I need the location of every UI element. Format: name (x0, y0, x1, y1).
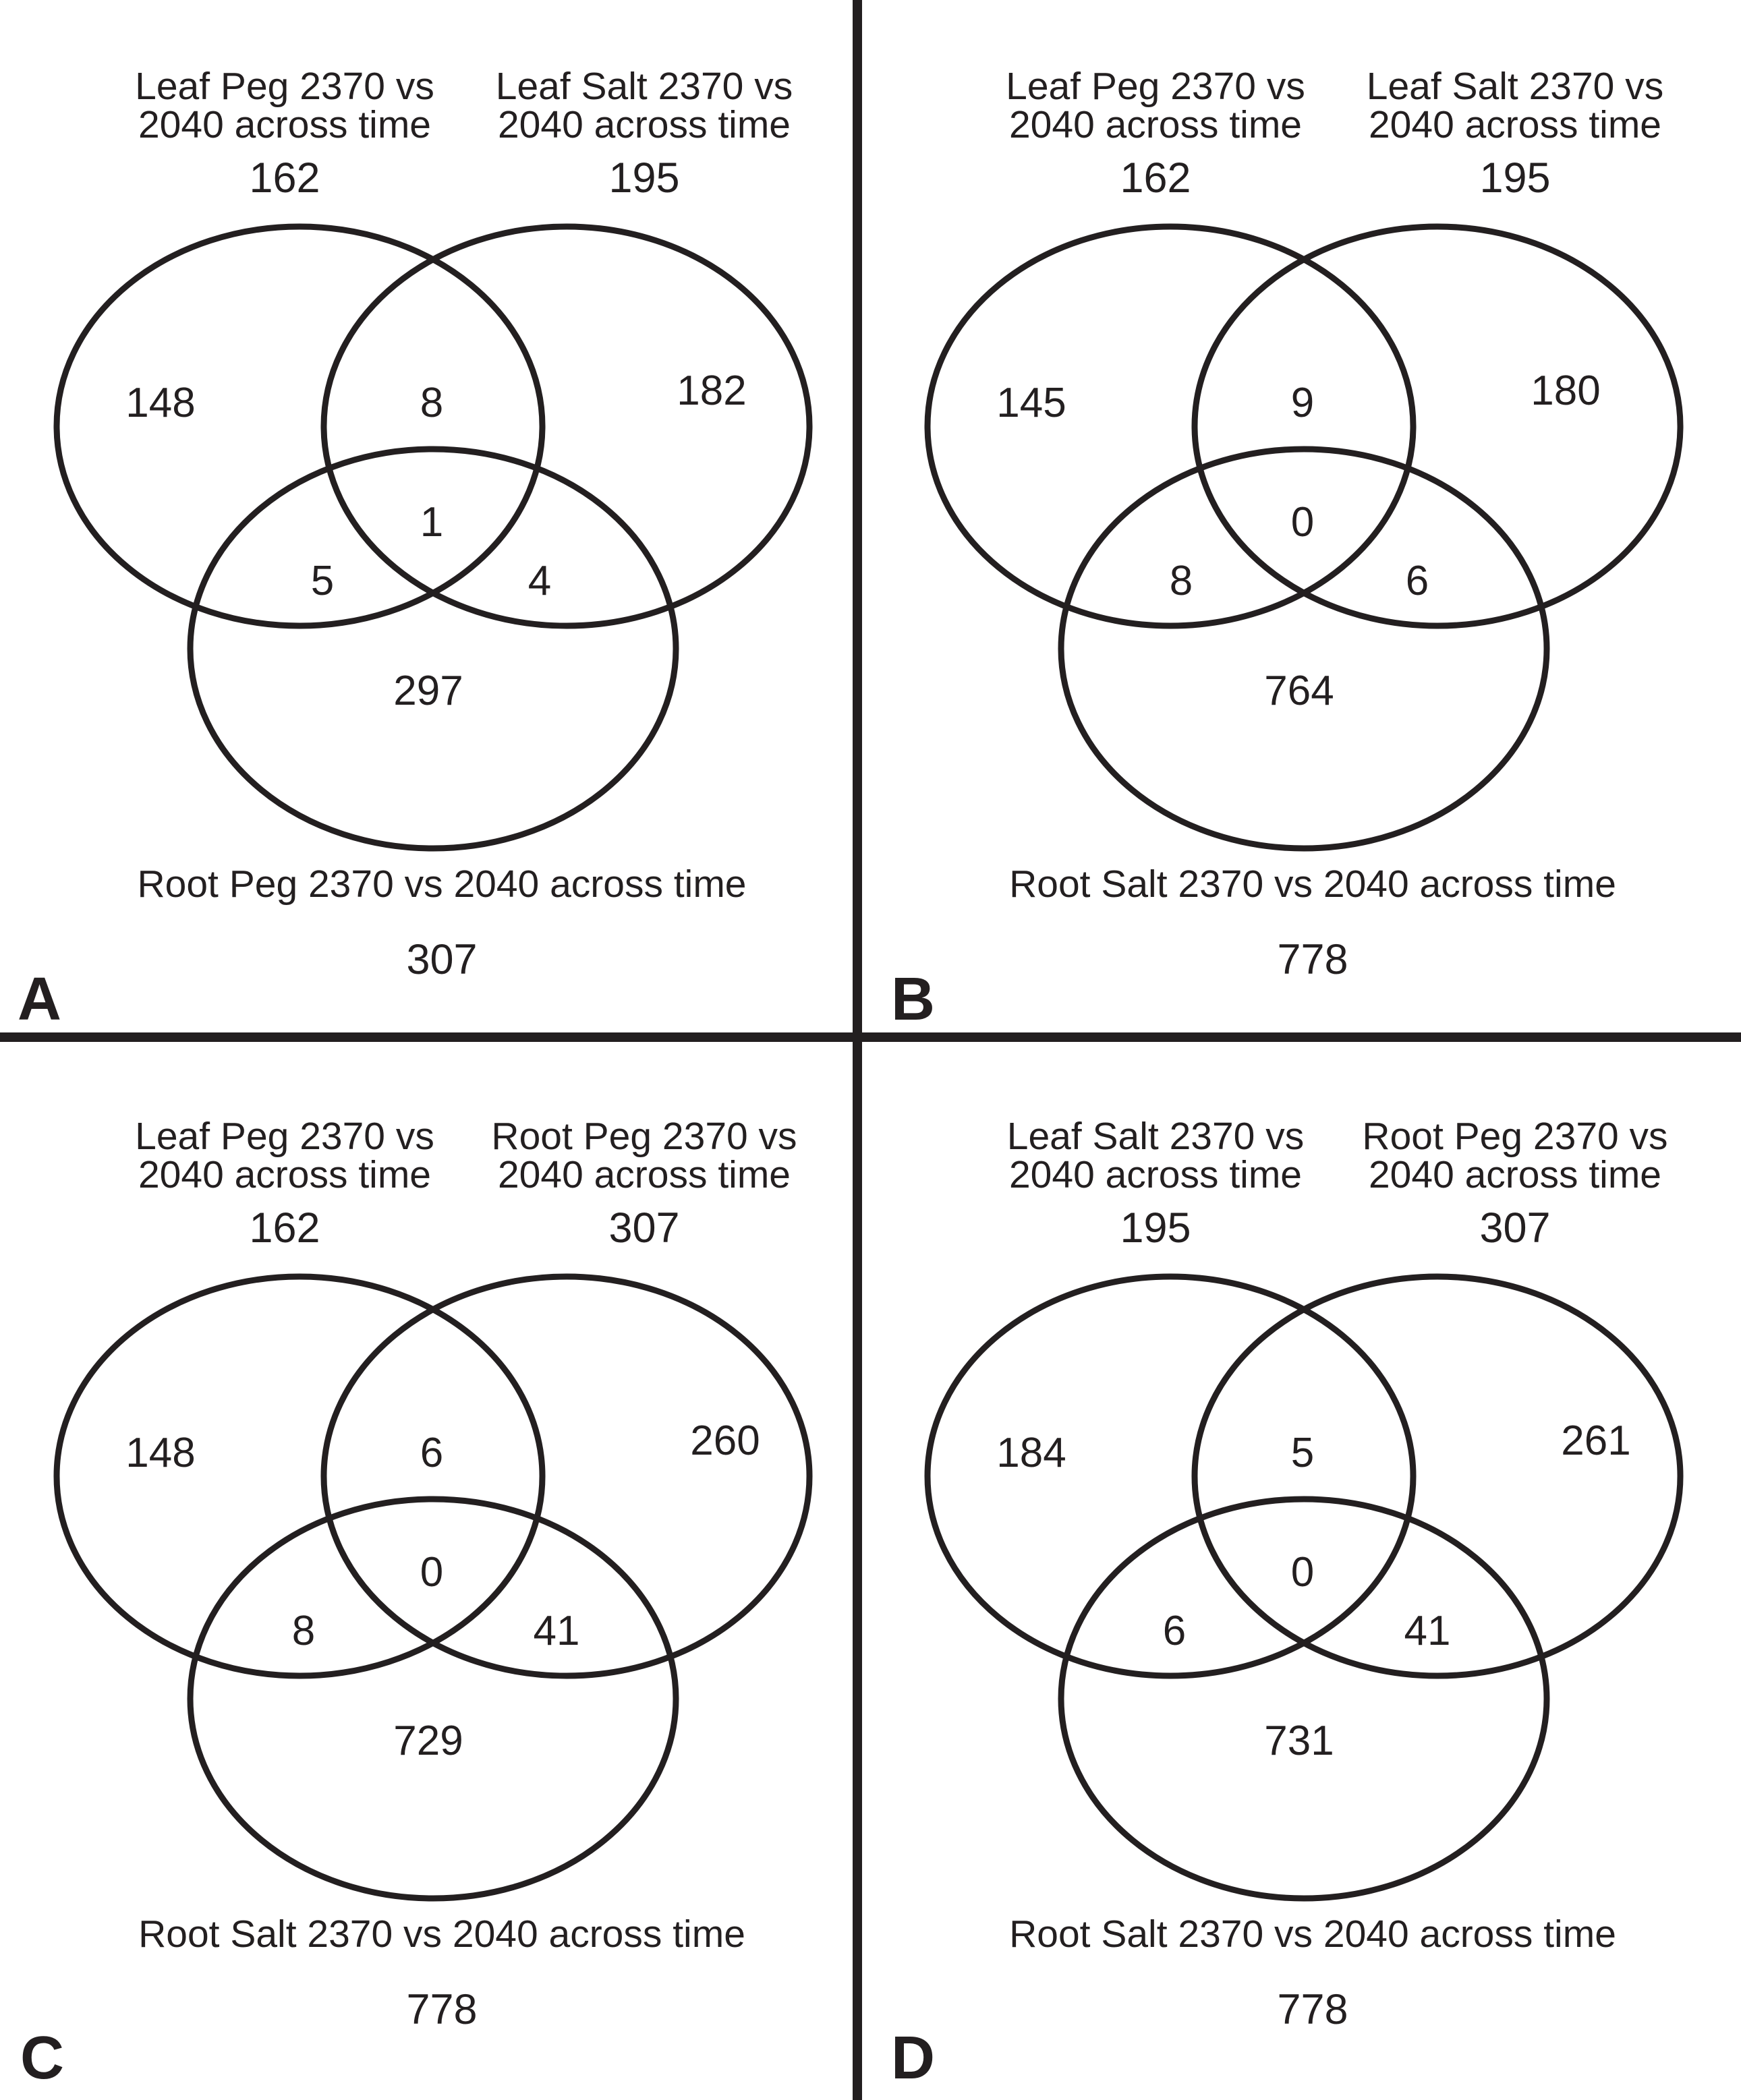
venn-ellipse-set1 (53, 1273, 546, 1679)
set1-label-line1: Leaf Peg 2370 vs (1006, 65, 1305, 108)
region-center: 0 (1291, 1549, 1314, 1596)
set2-label-line1: Root Peg 2370 vs (491, 1115, 797, 1158)
region-set3-only: 764 (1264, 668, 1334, 714)
region-set2-set3: 41 (1404, 1608, 1451, 1654)
venn-ellipse-set1 (53, 223, 546, 629)
set1-total: 162 (1120, 154, 1191, 202)
venn-ellipse-set3 (187, 446, 679, 852)
set2-label-line2: 2040 across time (498, 103, 791, 146)
region-set2-only: 182 (677, 368, 746, 414)
set3-label: Root Salt 2370 vs 2040 across time (1009, 1913, 1616, 1956)
set2-label-line2: 2040 across time (498, 1153, 791, 1196)
region-set1-only: 145 (996, 380, 1066, 426)
panel-letter: D (891, 2024, 935, 2092)
set1-total: 195 (1120, 1204, 1191, 1252)
set3-label: Root Peg 2370 vs 2040 across time (137, 863, 746, 906)
vertical-divider (853, 0, 862, 2100)
set1-total: 162 (249, 154, 320, 202)
set2-label-line2: 2040 across time (1369, 103, 1661, 146)
panel-letter: A (18, 966, 61, 1033)
region-set1-only: 148 (125, 380, 195, 426)
region-center: 0 (420, 1549, 443, 1596)
region-set1-set2: 9 (1291, 380, 1314, 426)
set2-total: 307 (1479, 1204, 1550, 1252)
region-set1-only: 148 (125, 1430, 195, 1476)
panel-b: Leaf Peg 2370 vs 2040 across time 162 Le… (891, 65, 1684, 1033)
venn-ellipse-set2 (1191, 223, 1684, 629)
set3-label: Root Salt 2370 vs 2040 across time (138, 1913, 745, 1956)
set2-label-line1: Root Peg 2370 vs (1362, 1115, 1667, 1158)
region-set1-set2: 5 (1291, 1430, 1314, 1476)
region-set2-set3: 6 (1406, 558, 1429, 604)
set2-label-line1: Leaf Salt 2370 vs (496, 65, 793, 108)
set3-total: 307 (406, 936, 477, 983)
set1-total: 162 (249, 1204, 320, 1252)
venn-ellipse-set2 (320, 1273, 813, 1679)
region-set3-only: 297 (393, 668, 463, 714)
set3-label: Root Salt 2370 vs 2040 across time (1009, 863, 1616, 906)
region-set2-set3: 4 (528, 558, 551, 604)
region-set3-only: 729 (393, 1718, 463, 1764)
region-set1-set2: 8 (420, 380, 443, 426)
region-set3-only: 731 (1264, 1718, 1334, 1764)
set1-label-line2: 2040 across time (138, 1153, 431, 1196)
venn-ellipse-set1 (924, 223, 1417, 629)
region-set1-set3: 8 (292, 1608, 315, 1654)
region-set1-set3: 8 (1170, 558, 1193, 604)
region-set2-only: 180 (1531, 368, 1600, 414)
region-set2-set3: 41 (534, 1608, 580, 1654)
region-set1-only: 184 (996, 1430, 1066, 1476)
set3-total: 778 (1277, 1986, 1348, 2033)
region-set2-only: 260 (690, 1418, 760, 1464)
region-set2-only: 261 (1561, 1418, 1630, 1464)
panel-c: Leaf Peg 2370 vs 2040 across time 162 Ro… (20, 1115, 813, 2092)
region-center: 1 (420, 499, 443, 546)
region-center: 0 (1291, 499, 1314, 546)
panel-letter: C (20, 2024, 64, 2092)
region-set1-set3: 6 (1163, 1608, 1186, 1654)
venn-ellipse-set3 (187, 1496, 679, 1902)
set3-total: 778 (406, 1986, 477, 2033)
panel-a: Leaf Peg 2370 vs 2040 across time 162 Le… (18, 65, 813, 1033)
set2-total: 195 (608, 154, 679, 202)
set2-label-line1: Leaf Salt 2370 vs (1367, 65, 1663, 108)
venn-ellipse-set2 (320, 223, 813, 629)
venn-ellipse-set1 (924, 1273, 1417, 1679)
set2-label-line2: 2040 across time (1369, 1153, 1661, 1196)
set1-label-line2: 2040 across time (138, 103, 431, 146)
set2-total: 195 (1479, 154, 1550, 202)
set1-label-line1: Leaf Salt 2370 vs (1007, 1115, 1304, 1158)
set1-label-line1: Leaf Peg 2370 vs (135, 65, 434, 108)
region-set1-set3: 5 (311, 558, 334, 604)
set1-label-line1: Leaf Peg 2370 vs (135, 1115, 434, 1158)
panel-d: Leaf Salt 2370 vs 2040 across time 195 R… (891, 1115, 1684, 2092)
venn-ellipse-set2 (1191, 1273, 1684, 1679)
venn-ellipse-set3 (1058, 446, 1550, 852)
set2-total: 307 (608, 1204, 679, 1252)
panel-letter: B (891, 966, 935, 1033)
set3-total: 778 (1277, 936, 1348, 983)
set1-label-line2: 2040 across time (1009, 1153, 1302, 1196)
set1-label-line2: 2040 across time (1009, 103, 1302, 146)
horizontal-divider (0, 1032, 1741, 1042)
region-set1-set2: 6 (420, 1430, 443, 1476)
venn-ellipse-set3 (1058, 1496, 1550, 1902)
